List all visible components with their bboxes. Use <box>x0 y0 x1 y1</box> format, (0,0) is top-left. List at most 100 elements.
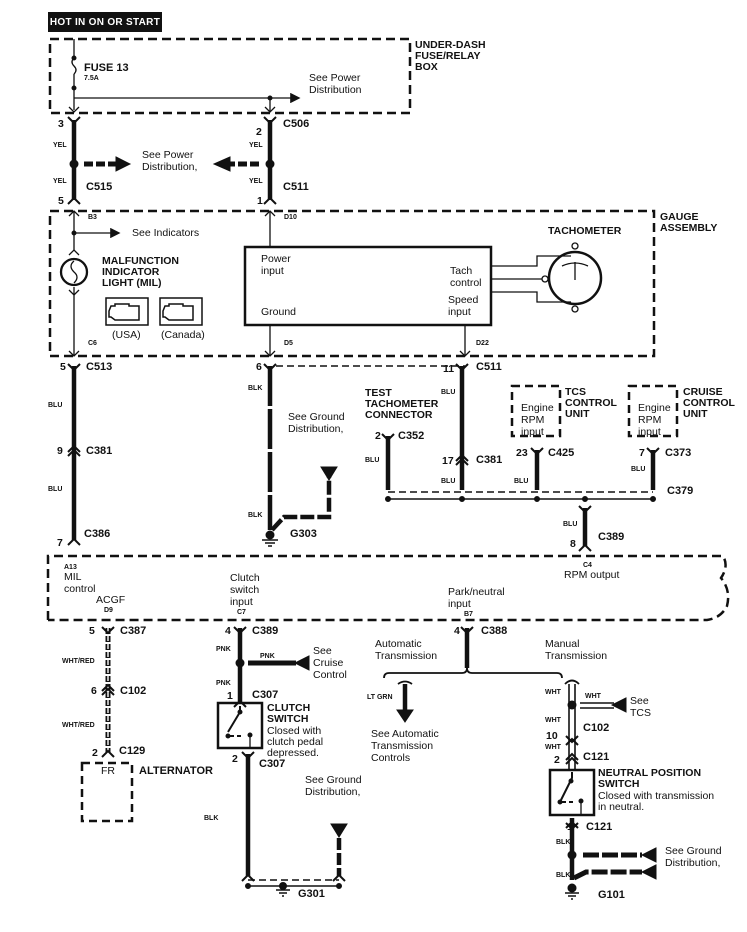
rpm-output-label: RPM output <box>564 569 620 581</box>
mil-label-1: MALFUNCTION <box>102 255 179 267</box>
pin-label: 2 <box>554 754 560 766</box>
pin-label: 5 <box>58 195 64 207</box>
wire-color-label: PNK <box>216 680 231 687</box>
nps-desc-1: Closed with transmission <box>598 790 715 802</box>
pin-label: 7 <box>639 447 645 459</box>
terminal-c4: C4 <box>583 562 592 569</box>
auto-trans-label-1: Automatic <box>375 638 422 650</box>
see-indicators-link[interactable]: See Indicators <box>132 227 200 239</box>
see-ground-distribution-link-3[interactable]: See Ground <box>305 774 362 786</box>
clutch-switch-outline <box>216 701 264 750</box>
check-engine-usa-icon <box>105 297 149 326</box>
wire-color-label: YEL <box>53 142 67 149</box>
see-ground-distribution-link-5[interactable]: See Ground <box>665 845 722 857</box>
see-power-distribution-link-4[interactable]: Distribution, <box>142 161 198 173</box>
fuse-relay-box-label-3: BOX <box>415 61 438 73</box>
cruise-engine-rpm-2: RPM <box>638 414 662 426</box>
mil-bulb-icon <box>59 257 89 287</box>
see-auto-trans-link-3[interactable]: Controls <box>371 752 411 764</box>
circuit-condition-banner: HOT IN ON OR START <box>48 12 162 32</box>
gauge-assembly-label-2: ASSEMBLY <box>660 222 718 234</box>
gauge-control-module <box>243 245 493 327</box>
power-input-label-2: input <box>261 265 284 277</box>
wire-color-label: WHT <box>545 689 561 696</box>
alternator-outline <box>80 761 134 823</box>
connector-c387: C387 <box>120 625 147 637</box>
see-auto-trans-link-2[interactable]: Transmission <box>371 740 434 752</box>
see-auto-trans-link-1[interactable]: See Automatic <box>371 728 439 740</box>
connector-c102: C102 <box>120 685 147 697</box>
tcs-control-unit-outline <box>510 384 562 438</box>
see-power-distribution-link-2[interactable]: Distribution <box>309 84 362 96</box>
clutch-switch-label-1: CLUTCH <box>267 702 311 714</box>
pin-label: 2 <box>375 430 381 442</box>
pin-label: 4 <box>225 625 231 637</box>
wire-color-label: BLU <box>48 402 63 409</box>
fuse-relay-box-outline <box>48 37 412 115</box>
pcm-outline <box>46 554 730 622</box>
cruise-control-unit-outline <box>627 384 679 438</box>
check-engine-canada-icon <box>159 297 203 326</box>
cruise-engine-rpm-1: Engine <box>638 402 671 414</box>
connector-c389-lower: C389 <box>252 625 279 637</box>
wire-color-label: WHT/RED <box>62 722 95 729</box>
terminal-d22: D22 <box>476 340 489 347</box>
see-ground-distribution-link-2[interactable]: Distribution, <box>288 423 344 435</box>
fuse-relay-box-label-2: FUSE/RELAY <box>415 50 481 62</box>
see-cruise-control-link-2[interactable]: Cruise <box>313 657 344 669</box>
terminal-c6: C6 <box>88 340 97 347</box>
see-cruise-control-link-1[interactable]: See <box>313 645 332 657</box>
connector-c506: C506 <box>283 118 310 130</box>
pin-label: 23 <box>516 447 528 459</box>
clutch-input-label-2: switch <box>230 584 260 596</box>
terminal-a13: A13 <box>64 564 77 571</box>
wire-color-label: YEL <box>249 178 263 185</box>
fuse-13-icon <box>71 57 77 75</box>
wire-color-label: BLK <box>204 815 219 822</box>
connector-c381-lower: C381 <box>476 454 503 466</box>
pin-label: 2 <box>92 747 98 759</box>
connector-c121: C121 <box>583 751 610 763</box>
pin-label: 8 <box>570 538 576 550</box>
pin-label: 1 <box>257 195 263 207</box>
see-ground-distribution-link-6[interactable]: Distribution, <box>665 857 721 869</box>
usa-label: (USA) <box>112 329 141 341</box>
see-power-distribution-link-3[interactable]: See Power <box>142 149 194 161</box>
ground-label: Ground <box>261 306 297 318</box>
wire-color-label: BLK <box>248 512 263 519</box>
mil-label-2: INDICATOR <box>102 266 160 278</box>
connector-c373: C373 <box>665 447 692 459</box>
wire-color-label: BLK <box>556 872 571 879</box>
wire-color-label: WHT <box>545 744 561 751</box>
connector-c307-lower: C307 <box>259 758 286 770</box>
neutral-position-switch-outline <box>548 768 596 817</box>
ground-g301-label: G301 <box>298 888 325 900</box>
test-tach-label-1: TEST <box>365 387 392 399</box>
connector-c515: C515 <box>86 181 113 193</box>
manual-trans-label-2: Transmission <box>545 650 608 662</box>
see-power-distribution-link-1[interactable]: See Power <box>309 72 361 84</box>
tachometer-label: TACHOMETER <box>548 225 622 237</box>
speed-input-label-1: Speed <box>448 294 479 306</box>
pin-label: 9 <box>57 445 63 457</box>
see-tcs-link-2[interactable]: TCS <box>630 707 651 719</box>
clutch-desc-2: clutch pedal <box>267 736 324 748</box>
pin-label: 4 <box>454 625 460 637</box>
ground-g303-label: G303 <box>290 528 317 540</box>
wire-color-label: YEL <box>53 178 67 185</box>
wire-color-label: BLU <box>441 478 456 485</box>
fuse-relay-box-label-1: UNDER-DASH <box>415 39 486 51</box>
see-ground-distribution-link-1[interactable]: See Ground <box>288 411 345 423</box>
cruise-engine-rpm-3: input <box>638 426 661 438</box>
terminal-c7: C7 <box>237 609 246 616</box>
power-input-label-1: Power <box>261 253 291 265</box>
alternator-label: ALTERNATOR <box>139 765 213 777</box>
connector-c102-lower: C102 <box>583 722 610 734</box>
wire-color-label: BLU <box>563 521 578 528</box>
pin-label: 10 <box>546 730 558 742</box>
see-ground-distribution-link-4[interactable]: Distribution, <box>305 786 361 798</box>
see-tcs-link-1[interactable]: See <box>630 695 649 707</box>
see-cruise-control-link-3[interactable]: Control <box>313 669 347 681</box>
acgf-label: ACGF <box>96 594 126 606</box>
